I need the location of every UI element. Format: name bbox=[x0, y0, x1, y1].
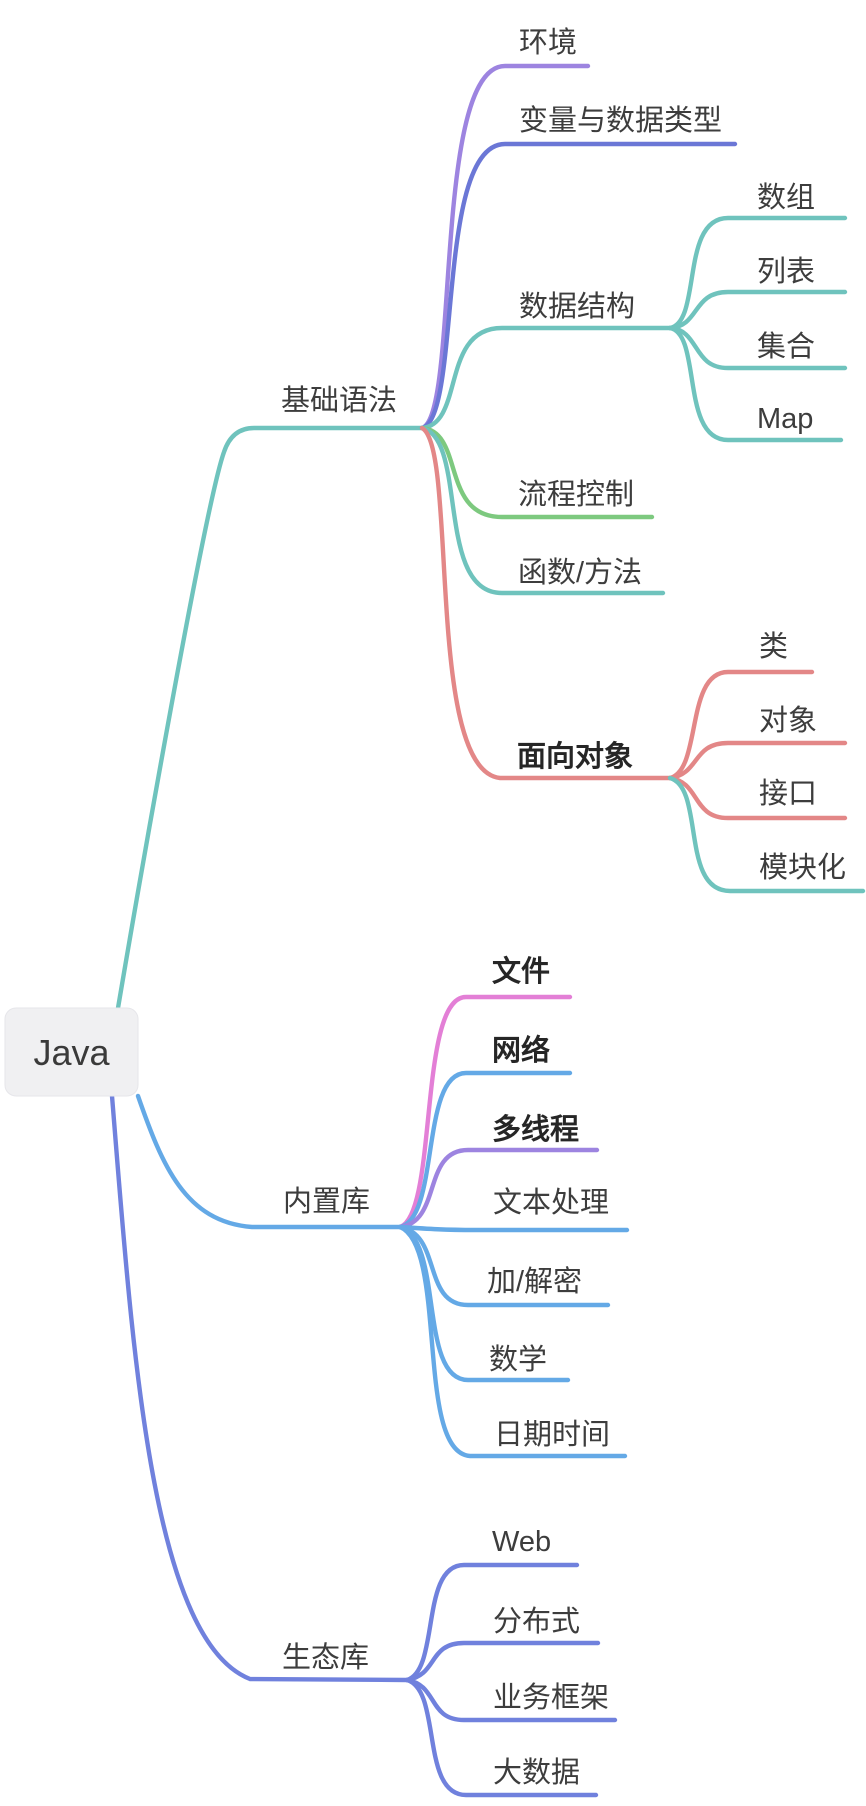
edge-array bbox=[667, 215, 848, 331]
node-text-processing[interactable]: 文本处理 bbox=[493, 1186, 609, 1219]
node-environment[interactable]: 环境 bbox=[519, 26, 577, 59]
edge-flow-control bbox=[419, 425, 655, 520]
node-builtin-libs[interactable]: 内置库 bbox=[283, 1185, 370, 1218]
root-node[interactable]: Java bbox=[4, 1007, 139, 1097]
node-modularity[interactable]: 模块化 bbox=[759, 851, 846, 884]
node-flow-control[interactable]: 流程控制 bbox=[518, 478, 634, 511]
edge-builtin-libs bbox=[135, 1093, 403, 1230]
edge-environment bbox=[419, 63, 591, 431]
edge-datetime bbox=[397, 1224, 628, 1459]
node-oop[interactable]: 面向对象 bbox=[517, 740, 633, 773]
branch-builtin-libs: 内置库 文件 网络 多线程 文本处理 加/解密 数学 日期时间 bbox=[135, 954, 630, 1459]
edge-web bbox=[404, 1562, 580, 1683]
edge-network bbox=[397, 1070, 573, 1230]
node-data-structures[interactable]: 数据结构 bbox=[519, 290, 635, 323]
node-variables-data-types[interactable]: 变量与数据类型 bbox=[519, 104, 722, 137]
edge-multithreading bbox=[397, 1147, 600, 1230]
edge-distributed bbox=[404, 1640, 601, 1683]
edge-object bbox=[667, 740, 848, 781]
edge-modularity bbox=[667, 775, 866, 894]
node-big-data[interactable]: 大数据 bbox=[493, 1756, 580, 1789]
node-class[interactable]: 类 bbox=[759, 630, 788, 663]
edge-interface bbox=[667, 775, 848, 821]
node-business-frameworks[interactable]: 业务框架 bbox=[493, 1681, 609, 1714]
branch-ecosystem-libs: 生态库 Web 分布式 业务框架 大数据 bbox=[109, 1093, 618, 1798]
root-node-label[interactable]: Java bbox=[33, 1032, 110, 1073]
node-datetime[interactable]: 日期时间 bbox=[494, 1418, 610, 1451]
node-network[interactable]: 网络 bbox=[492, 1033, 550, 1067]
branch-basic-syntax: 基础语法 环境 变量与数据类型 数据结构 数组 列表 集合 Map 流程控制 函… bbox=[115, 26, 866, 1011]
edge-file bbox=[397, 994, 573, 1230]
edge-big-data bbox=[404, 1677, 599, 1798]
edge-variables-data-types bbox=[419, 141, 738, 431]
edge-data-structures bbox=[419, 325, 673, 431]
edge-functions-methods bbox=[419, 425, 666, 596]
node-multithreading[interactable]: 多线程 bbox=[492, 1113, 579, 1146]
node-math[interactable]: 数学 bbox=[489, 1343, 547, 1376]
node-list[interactable]: 列表 bbox=[757, 255, 815, 288]
node-functions-methods[interactable]: 函数/方法 bbox=[518, 556, 642, 589]
edge-encryption bbox=[397, 1224, 611, 1308]
node-web[interactable]: Web bbox=[492, 1526, 551, 1558]
node-object[interactable]: 对象 bbox=[759, 704, 817, 737]
node-basic-syntax[interactable]: 基础语法 bbox=[281, 384, 397, 417]
node-ecosystem-libs[interactable]: 生态库 bbox=[282, 1641, 369, 1674]
node-set[interactable]: 集合 bbox=[757, 330, 815, 363]
edge-map bbox=[667, 325, 844, 443]
node-array[interactable]: 数组 bbox=[757, 181, 815, 214]
node-distributed[interactable]: 分布式 bbox=[493, 1605, 580, 1638]
node-interface[interactable]: 接口 bbox=[759, 777, 817, 810]
edge-class bbox=[667, 669, 815, 781]
edge-basic-syntax bbox=[115, 425, 425, 1011]
root-node-box[interactable] bbox=[4, 1007, 139, 1097]
edge-set bbox=[667, 325, 848, 371]
node-map[interactable]: Map bbox=[757, 403, 813, 435]
edge-list bbox=[667, 289, 848, 331]
edge-text-processing bbox=[397, 1224, 630, 1233]
node-encryption[interactable]: 加/解密 bbox=[487, 1265, 582, 1298]
node-file[interactable]: 文件 bbox=[492, 954, 550, 988]
edge-oop bbox=[419, 425, 673, 781]
edge-ecosystem-libs bbox=[109, 1093, 410, 1683]
